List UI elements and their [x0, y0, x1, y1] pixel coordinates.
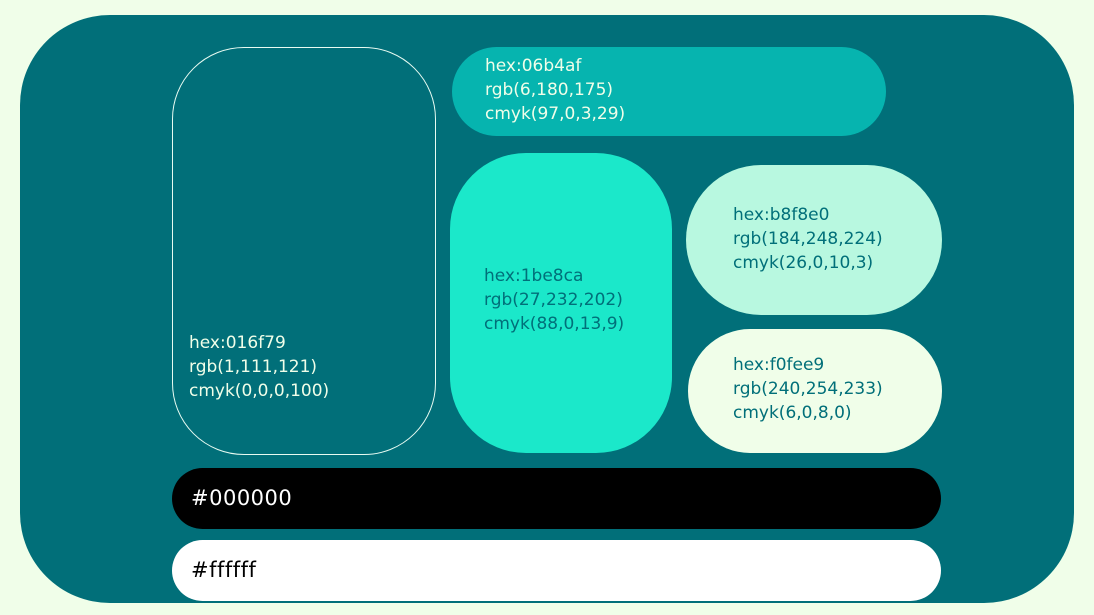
- swatch-info: hex:f0fee9 rgb(240,254,233) cmyk(6,0,8,0…: [733, 353, 883, 425]
- swatch-info: hex:016f79 rgb(1,111,121) cmyk(0,0,0,100…: [189, 331, 329, 403]
- cmyk-value: cmyk(97,0,3,29): [485, 104, 626, 124]
- hex-value: hex:016f79: [189, 333, 286, 353]
- hex-value: hex:f0fee9: [733, 355, 825, 375]
- rgb-value: rgb(27,232,202): [484, 290, 623, 310]
- cmyk-value: cmyk(26,0,10,3): [733, 253, 874, 273]
- cmyk-value: cmyk(88,0,13,9): [484, 314, 625, 334]
- swatch-06b4af: hex:06b4af rgb(6,180,175) cmyk(97,0,3,29…: [452, 47, 886, 136]
- swatch-info: hex:1be8ca rgb(27,232,202) cmyk(88,0,13,…: [484, 264, 624, 336]
- hex-value: hex:1be8ca: [484, 266, 584, 286]
- swatch-016f79: hex:016f79 rgb(1,111,121) cmyk(0,0,0,100…: [172, 47, 436, 455]
- white-color-bar: #ffffff: [172, 540, 941, 601]
- black-color-bar: #000000: [172, 468, 941, 529]
- rgb-value: rgb(1,111,121): [189, 357, 318, 377]
- rgb-value: rgb(6,180,175): [485, 80, 614, 100]
- swatch-1be8ca: hex:1be8ca rgb(27,232,202) cmyk(88,0,13,…: [450, 153, 672, 453]
- hex-value: hex:06b4af: [485, 56, 582, 76]
- rgb-value: rgb(184,248,224): [733, 229, 883, 249]
- swatch-b8f8e0: hex:b8f8e0 rgb(184,248,224) cmyk(26,0,10…: [686, 165, 942, 315]
- cmyk-value: cmyk(6,0,8,0): [733, 403, 852, 423]
- rgb-value: rgb(240,254,233): [733, 379, 883, 399]
- black-hex-label: #000000: [191, 486, 293, 510]
- cmyk-value: cmyk(0,0,0,100): [189, 381, 330, 401]
- hex-value: hex:b8f8e0: [733, 205, 830, 225]
- swatch-f0fee9: hex:f0fee9 rgb(240,254,233) cmyk(6,0,8,0…: [688, 329, 942, 453]
- swatch-info: hex:06b4af rgb(6,180,175) cmyk(97,0,3,29…: [485, 54, 625, 126]
- swatch-info: hex:b8f8e0 rgb(184,248,224) cmyk(26,0,10…: [733, 203, 883, 275]
- palette-panel: hex:016f79 rgb(1,111,121) cmyk(0,0,0,100…: [20, 15, 1074, 603]
- white-hex-label: #ffffff: [191, 558, 257, 582]
